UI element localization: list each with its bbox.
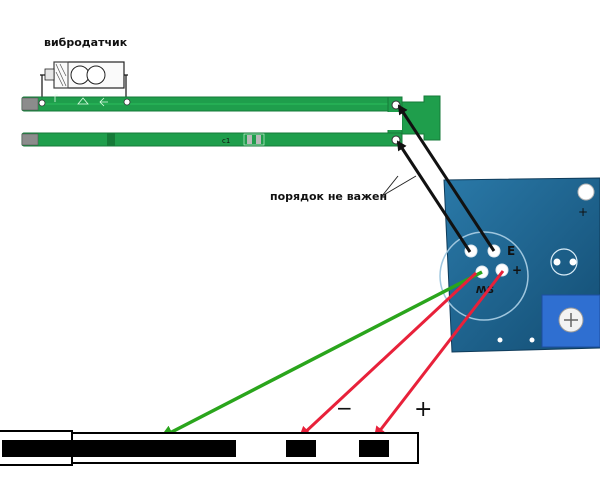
- pcb-corner-plus: +: [578, 205, 588, 219]
- wire-black-bottom: [396, 140, 472, 253]
- pcb-pin-plus-label: +: [512, 263, 522, 277]
- minus-sign: −: [336, 396, 353, 420]
- pcb-pin-e-label: E: [507, 244, 515, 258]
- wire-green-signal: [159, 270, 483, 439]
- wire-black-top: [397, 104, 496, 252]
- pcb-pin-sw-label: SW: [476, 283, 494, 294]
- pcb-pin-plus: [495, 263, 509, 277]
- connector-plus: [359, 440, 389, 457]
- vibration-sensor: [40, 61, 128, 100]
- order-note-pointer: [381, 175, 417, 197]
- pcb-strip: c1: [21, 94, 441, 147]
- connector-minus: [286, 440, 316, 457]
- order-note: порядок не важен: [270, 190, 387, 203]
- strip-silk-label: c1: [222, 137, 230, 145]
- wire-red-plus: [373, 270, 505, 439]
- wire-red-minus: [298, 271, 478, 439]
- target-connector: [0, 430, 419, 466]
- sensor-module-pcb: + E + SW: [439, 177, 600, 353]
- plus-sign: +: [414, 397, 432, 422]
- sensor-title: вибродатчик: [44, 36, 128, 49]
